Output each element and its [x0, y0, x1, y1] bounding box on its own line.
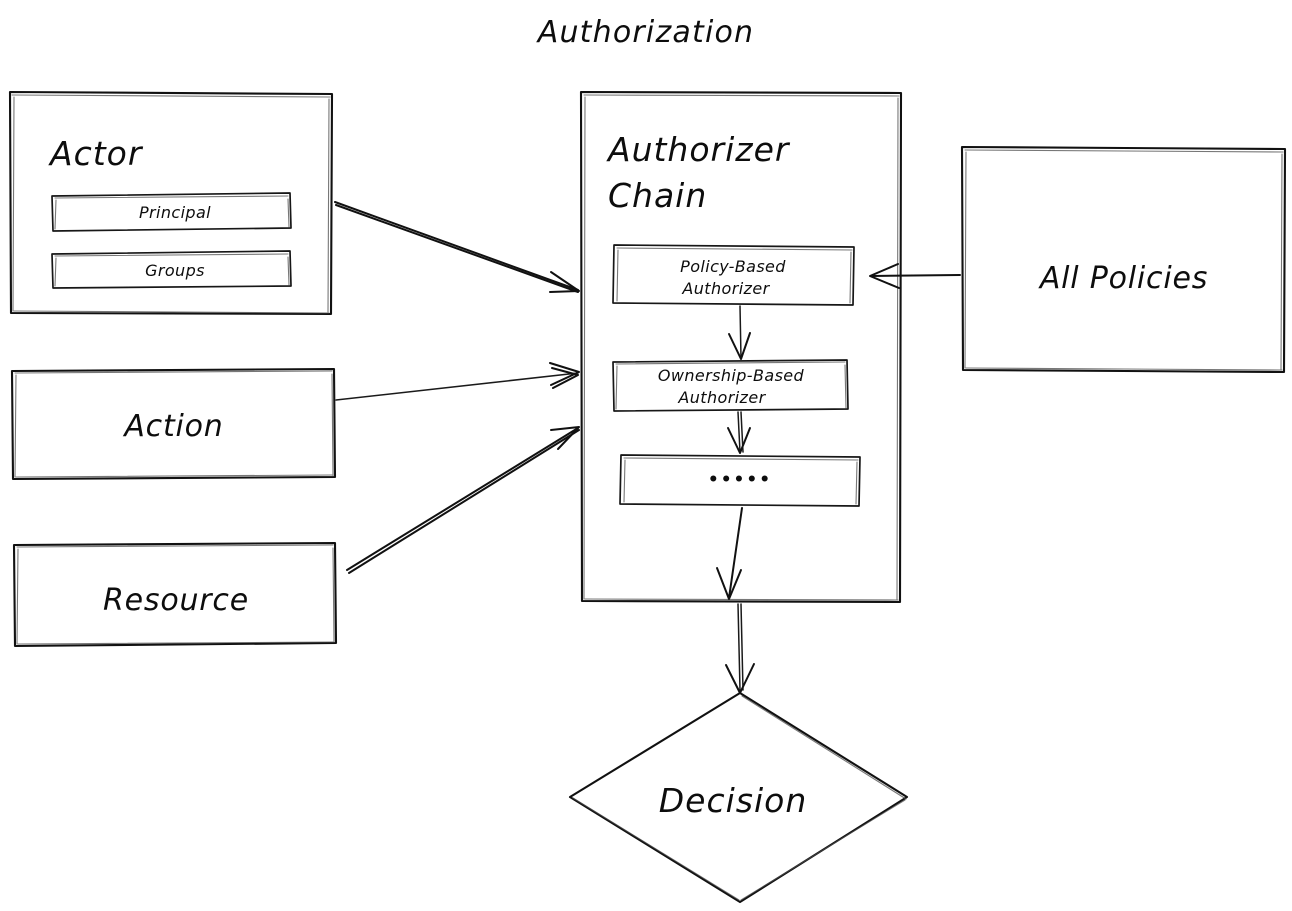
- node-action[interactable]: Action: [10, 367, 337, 481]
- authorizer-chain-label-line1: Authorizer: [606, 130, 791, 169]
- ownership-based-authorizer-label-line2: Authorizer: [677, 388, 766, 407]
- diagram-title: Authorization: [536, 15, 755, 50]
- decision-label: Decision: [659, 781, 808, 820]
- all-policies-box-sketch-echo: [964, 149, 1284, 371]
- policy-based-authorizer-sketch-echo: [616, 247, 853, 304]
- ownership-based-authorizer-box-outline: [612, 359, 849, 412]
- policy-based-authorizer-label-line1: Policy-Based: [680, 257, 786, 276]
- edge-action-to-chain: [335, 362, 580, 401]
- principal-label: Principal: [139, 203, 211, 222]
- action-label: Action: [122, 409, 223, 444]
- edge-ellipsis-to-chain-bottom: [716, 507, 743, 600]
- edge-action-to-chain-line: [335, 372, 579, 401]
- edge-actor-to-chain-line-echo: [335, 204, 579, 293]
- ellipsis-authorizer-sketch-echo: [623, 457, 859, 505]
- edge-policy-to-ownership: [728, 305, 751, 360]
- node-policy-based-authorizer[interactable]: Policy-Based Authorizer: [612, 244, 855, 306]
- resource-box-sketch-echo: [16, 544, 335, 645]
- ellipsis-authorizer-label: •••••: [708, 470, 772, 490]
- edge-actor-to-chain-arrowhead: [549, 271, 580, 293]
- edge-action-to-chain-arrowhead-echo: [551, 367, 579, 389]
- edge-actor-to-chain-line: [334, 201, 579, 291]
- policy-based-authorizer-box-outline: [612, 244, 855, 306]
- actor-box-sketch-echo: [11, 94, 331, 314]
- principal-box-sketch-echo: [54, 195, 290, 230]
- edge-ownership-to-ellipsis-line: [737, 411, 741, 453]
- all-policies-box-outline: [960, 145, 1287, 374]
- edge-chain-to-decision: [725, 603, 755, 694]
- edge-all-policies-to-policy-authorizer: [869, 263, 961, 289]
- node-decision[interactable]: Decision: [568, 691, 909, 904]
- action-box-sketch-echo: [14, 370, 334, 478]
- policy-based-authorizer-label-line2: Authorizer: [681, 279, 770, 298]
- edge-all-policies-arrowhead: [869, 263, 900, 289]
- all-policies-label: All Policies: [1038, 261, 1208, 296]
- edge-policy-to-ownership-line: [739, 305, 742, 359]
- edge-resource-to-chain: [346, 426, 580, 574]
- edge-ownership-to-ellipsis: [727, 411, 751, 454]
- ownership-based-authorizer-sketch-echo: [615, 361, 847, 410]
- edge-policy-to-ownership-arrowhead: [728, 332, 751, 360]
- edge-resource-to-chain-arrowhead: [550, 426, 580, 450]
- edge-action-to-chain-arrowhead: [549, 362, 580, 386]
- node-actor[interactable]: Actor Principal Groups: [8, 90, 334, 316]
- node-ellipsis-authorizer[interactable]: •••••: [619, 454, 861, 507]
- edge-chain-to-decision-line-echo: [740, 603, 744, 691]
- ellipsis-authorizer-box-outline: [619, 454, 861, 507]
- edge-ownership-to-ellipsis-arrowhead: [727, 427, 751, 454]
- node-principal[interactable]: Principal: [51, 192, 292, 232]
- edge-ellipsis-to-chain-bottom-arrowhead: [716, 567, 742, 600]
- resource-label: Resource: [103, 583, 249, 618]
- authorizer-chain-label-line2: Chain: [608, 176, 707, 215]
- edge-resource-to-chain-line-echo: [348, 429, 580, 574]
- decision-diamond-sketch-echo: [572, 695, 907, 901]
- node-groups[interactable]: Groups: [51, 250, 292, 289]
- node-ownership-based-authorizer[interactable]: Ownership-Based Authorizer: [612, 359, 849, 412]
- actor-label: Actor: [48, 134, 144, 173]
- resource-box-outline: [12, 541, 338, 648]
- node-authorizer-chain[interactable]: Authorizer Chain Policy-Based Authorizer…: [579, 90, 903, 604]
- node-all-policies[interactable]: All Policies: [960, 145, 1287, 374]
- groups-label: Groups: [145, 261, 205, 280]
- edge-ellipsis-to-chain-bottom-line: [728, 507, 743, 599]
- ownership-based-authorizer-label-line1: Ownership-Based: [658, 366, 805, 385]
- edge-chain-to-decision-line: [737, 603, 741, 691]
- groups-box-sketch-echo: [54, 253, 290, 287]
- action-box-outline: [10, 367, 337, 481]
- edge-resource-to-chain-line: [346, 427, 579, 571]
- groups-box-outline: [51, 250, 292, 289]
- authorizer-chain-box-sketch-echo: [583, 94, 900, 601]
- edge-actor-to-chain: [334, 201, 580, 293]
- node-resource[interactable]: Resource: [12, 541, 338, 648]
- principal-box-outline: [51, 192, 292, 232]
- edge-all-policies-line: [871, 274, 961, 277]
